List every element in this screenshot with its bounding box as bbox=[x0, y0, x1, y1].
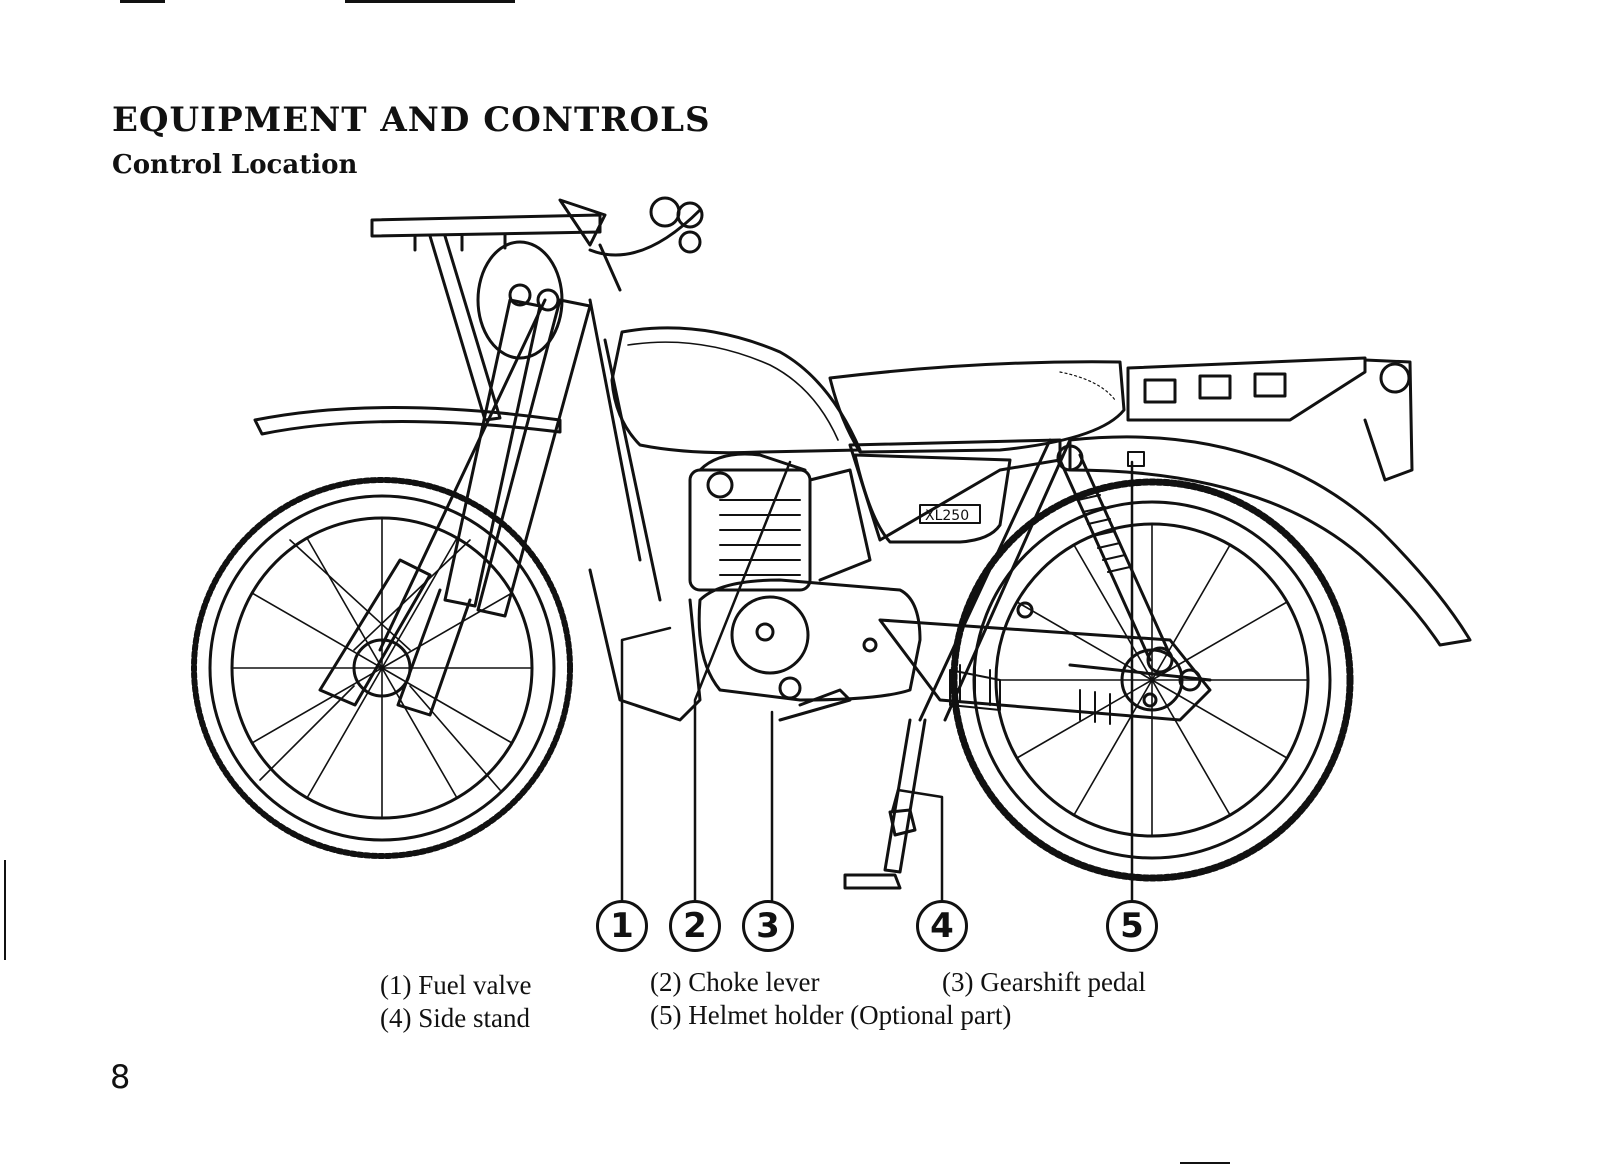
rear-fender bbox=[1068, 435, 1472, 647]
leader-lines bbox=[620, 460, 1134, 902]
callout-5: 5 bbox=[1106, 900, 1158, 952]
page-subtitle: Control Location bbox=[112, 150, 358, 180]
leader-line-1 bbox=[620, 626, 672, 902]
side-stand bbox=[843, 718, 927, 890]
callout-1: 1 bbox=[596, 900, 648, 952]
exhaust-pipe bbox=[588, 568, 702, 722]
gearshift-pedal bbox=[778, 688, 852, 722]
legend-item-helmet-holder: (5) Helmet holder (Optional part) bbox=[650, 1000, 1012, 1030]
margin-scan-mark bbox=[4, 860, 6, 960]
svg-text:XL250: XL250 bbox=[925, 508, 969, 524]
legend-item-gearshift-pedal: (3) Gearshift pedal bbox=[942, 967, 1146, 997]
callout-2: 2 bbox=[669, 900, 721, 952]
front-fender bbox=[253, 406, 562, 436]
rear-rack bbox=[1126, 356, 1414, 482]
top-scan-rule bbox=[120, 0, 165, 3]
seat bbox=[828, 360, 1126, 454]
swingarm bbox=[878, 601, 1212, 725]
rear-shock bbox=[1056, 444, 1174, 674]
headlight bbox=[476, 240, 564, 360]
bottom-scan-rule bbox=[1180, 1162, 1230, 1164]
fuel-tank bbox=[610, 326, 862, 455]
top-scan-rule bbox=[345, 0, 515, 3]
legend-item-choke-lever: (2) Choke lever bbox=[650, 967, 820, 997]
rear-wheel bbox=[950, 478, 1354, 882]
page-title: EQUIPMENT AND CONTROLS bbox=[112, 100, 711, 140]
helmet-holder bbox=[1127, 451, 1145, 467]
leader-line-2 bbox=[693, 460, 792, 902]
side-cover: XL250 bbox=[853, 453, 1012, 544]
front-fork bbox=[318, 298, 592, 717]
engine bbox=[688, 452, 872, 592]
leader-line-4 bbox=[890, 788, 944, 902]
callout-3: 3 bbox=[742, 900, 794, 952]
legend-item-fuel-valve: (1) Fuel valve bbox=[380, 970, 532, 1000]
legend-item-side-stand: (4) Side stand bbox=[380, 1003, 530, 1033]
page-number: 8 bbox=[110, 1058, 131, 1096]
crankcase bbox=[697, 578, 922, 702]
front-rack bbox=[370, 198, 607, 422]
callout-4: 4 bbox=[916, 900, 968, 952]
front-wheel bbox=[191, 477, 573, 859]
handlebar bbox=[588, 196, 704, 292]
